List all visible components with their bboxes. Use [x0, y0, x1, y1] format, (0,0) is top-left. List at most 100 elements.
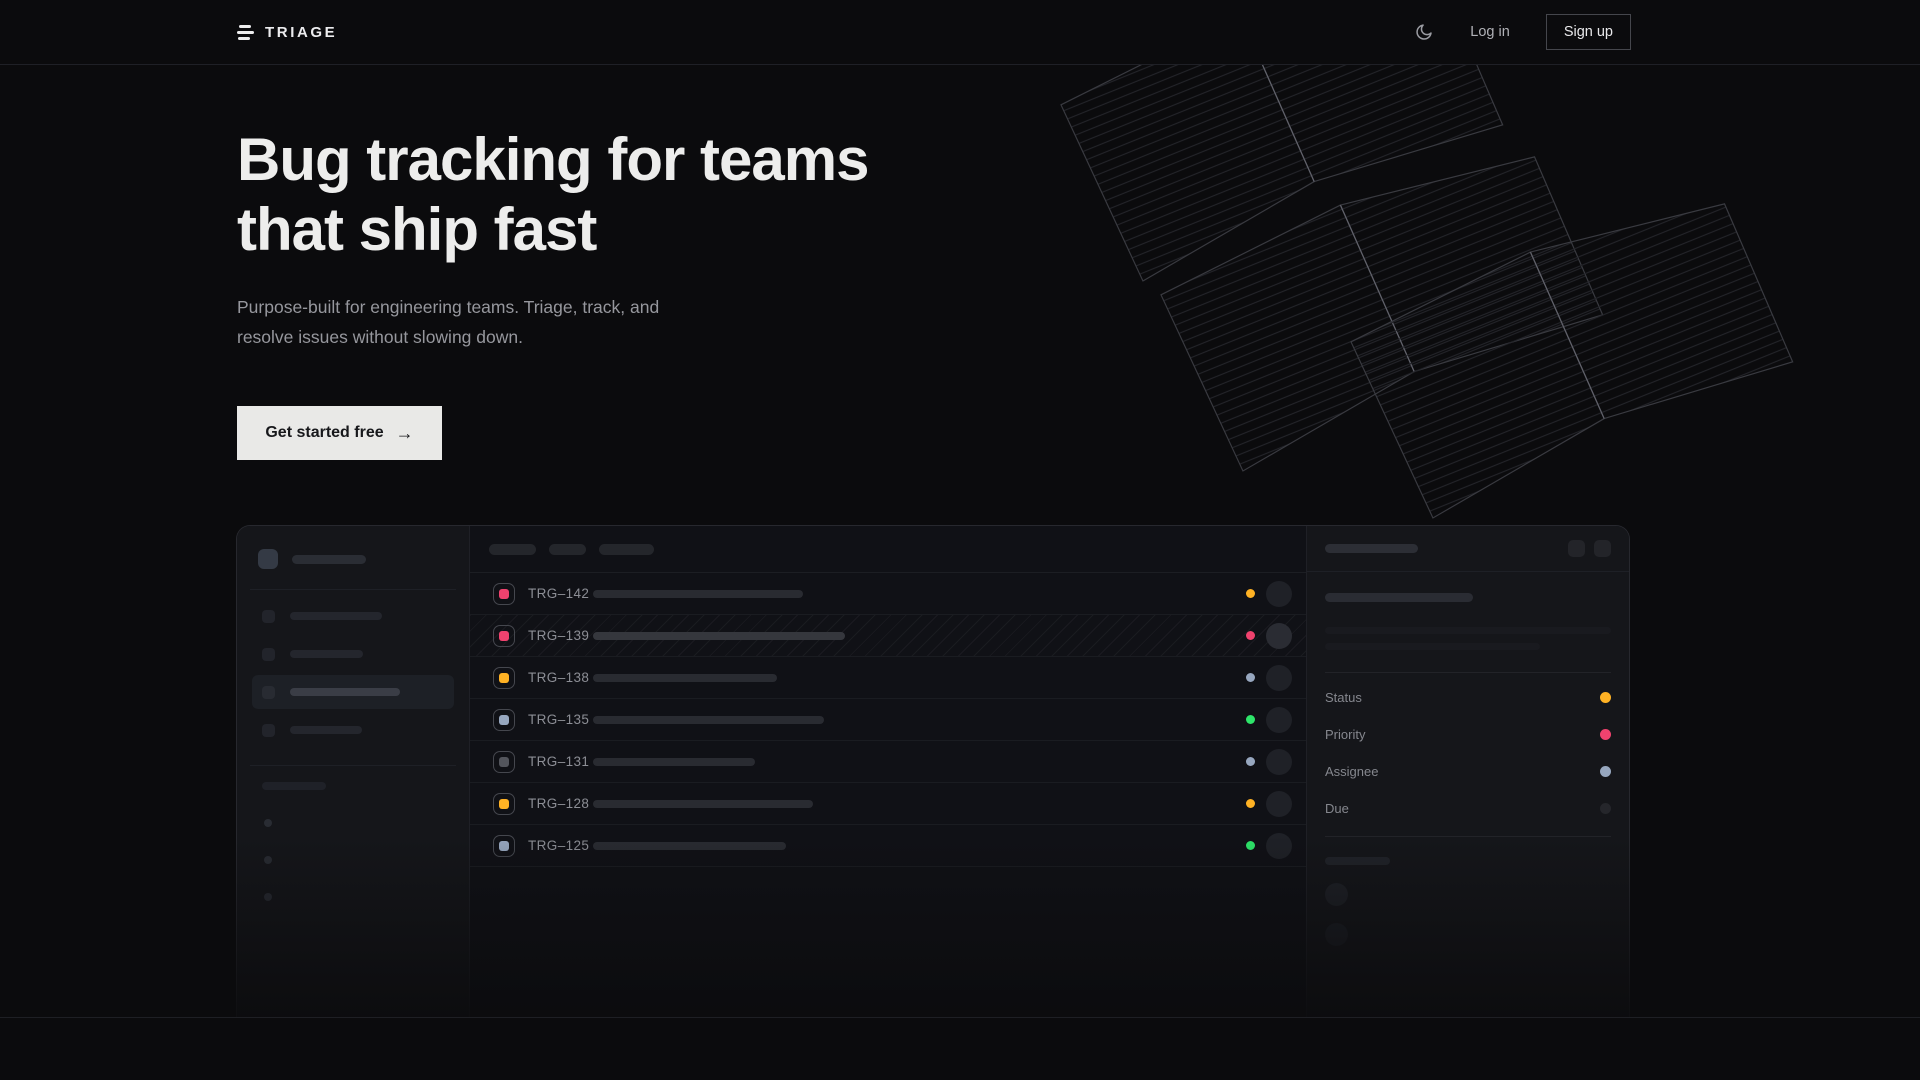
issue-type-icon — [493, 792, 515, 815]
workspace-name-skeleton — [292, 554, 366, 564]
page-footer — [0, 1018, 1920, 1080]
get-started-button[interactable]: Get started free → — [237, 406, 442, 460]
issue-status-dot — [1246, 631, 1255, 640]
brand-name: TRIAGE — [265, 23, 338, 41]
property-row[interactable]: Due — [1325, 790, 1611, 827]
property-row[interactable]: Priority — [1325, 716, 1611, 753]
panel-divider — [1325, 672, 1611, 673]
assignee-avatar — [1266, 706, 1292, 733]
issue-status-dot — [1246, 673, 1255, 682]
issue-id: TRG–135 — [528, 712, 590, 727]
filter-pill-skeleton[interactable] — [489, 543, 536, 555]
assignee-avatar — [1266, 580, 1292, 607]
property-label: Due — [1325, 801, 1349, 816]
issue-status-dot — [1246, 799, 1255, 808]
property-label: Priority — [1325, 727, 1366, 742]
panel-divider — [1325, 836, 1611, 837]
detail-header-skeleton — [1325, 544, 1418, 553]
theme-toggle-button[interactable] — [1414, 22, 1434, 42]
get-started-label: Get started free — [265, 424, 384, 441]
signup-button[interactable]: Sign up — [1545, 14, 1631, 50]
property-value-dot — [1600, 692, 1611, 703]
issue-row[interactable]: TRG–128 — [470, 783, 1306, 825]
activity-label-skeleton — [1325, 857, 1390, 865]
issue-row[interactable]: TRG–131 — [470, 741, 1306, 783]
sidebar-divider — [250, 589, 456, 590]
issue-row[interactable]: TRG–138 — [470, 657, 1306, 699]
issue-type-icon — [493, 750, 515, 773]
top-navigation: TRIAGE Log in Sign up — [0, 0, 1920, 65]
hero-section: Bug tracking for teams that ship fast Pu… — [0, 65, 1920, 1018]
sidebar-project-dot-skeleton — [264, 819, 272, 827]
issue-row[interactable]: TRG–135 — [470, 699, 1306, 741]
sidebar-divider — [250, 765, 456, 766]
issue-row[interactable]: TRG–125 — [470, 825, 1306, 867]
issue-id: TRG–138 — [528, 670, 590, 685]
sidebar-section-label-skeleton — [262, 782, 326, 790]
issue-status-dot — [1246, 715, 1255, 724]
issue-title-skeleton — [593, 799, 813, 808]
issue-list: TRG–142 TRG–139 TRG–138 TRG–1 — [470, 573, 1306, 867]
assignee-avatar — [1266, 664, 1292, 691]
property-row[interactable]: Status — [1325, 679, 1611, 716]
sidebar-nav-item-skeleton[interactable] — [252, 597, 454, 635]
assignee-avatar — [1266, 748, 1292, 775]
issue-title-skeleton — [593, 589, 803, 598]
detail-panel-header — [1307, 526, 1629, 572]
issue-id: TRG–142 — [528, 586, 590, 601]
issue-id: TRG–131 — [528, 754, 590, 769]
issue-row[interactable]: TRG–142 — [470, 573, 1306, 615]
issue-title-skeleton — [593, 841, 786, 850]
sidebar-workspace-skeleton — [252, 542, 454, 569]
detail-panel: Status Priority Assignee Due — [1306, 526, 1629, 1017]
mockup-sidebar — [237, 526, 470, 1017]
issue-type-icon — [493, 666, 515, 689]
issue-title-skeleton — [593, 673, 777, 682]
issue-id: TRG–128 — [528, 796, 590, 811]
issue-list-header — [470, 526, 1306, 573]
app-mockup: TRG–142 TRG–139 TRG–138 TRG–1 — [236, 525, 1630, 1017]
issue-status-dot — [1246, 757, 1255, 766]
issue-title-skeleton — [1325, 593, 1473, 602]
sidebar-project-dot-skeleton — [264, 856, 272, 864]
panel-action-button[interactable] — [1568, 540, 1585, 557]
sidebar-nav-item-skeleton[interactable] — [252, 711, 454, 749]
issue-status-dot — [1246, 589, 1255, 598]
assignee-avatar — [1266, 832, 1292, 859]
issue-status-dot — [1246, 841, 1255, 850]
assignee-avatar — [1266, 790, 1292, 817]
property-list: Status Priority Assignee Due — [1325, 679, 1611, 827]
description-line-skeleton — [1325, 643, 1540, 650]
sidebar-nav-item-skeleton[interactable] — [252, 635, 454, 673]
issue-row[interactable]: TRG–139 — [470, 615, 1306, 657]
filter-pill-skeleton[interactable] — [549, 543, 586, 555]
hero-title: Bug tracking for teams that ship fast — [237, 126, 869, 263]
moon-icon — [1416, 24, 1433, 40]
issue-type-icon — [493, 624, 515, 647]
issue-type-icon — [493, 582, 515, 605]
property-label: Assignee — [1325, 764, 1379, 779]
issue-title-skeleton — [593, 631, 845, 640]
triage-logo-icon — [237, 24, 254, 40]
property-value-dot — [1600, 729, 1611, 740]
brand[interactable]: TRIAGE — [237, 24, 337, 41]
hero-subtitle: Purpose-built for engineering teams. Tri… — [237, 297, 660, 347]
issue-id: TRG–139 — [528, 628, 590, 643]
property-row[interactable]: Assignee — [1325, 753, 1611, 790]
sidebar-nav-item-active-skeleton[interactable] — [252, 675, 454, 709]
arrow-right-icon: → — [395, 422, 414, 443]
description-line-skeleton — [1325, 627, 1611, 634]
login-button[interactable]: Log in — [1464, 23, 1516, 41]
comment-avatar-skeleton — [1325, 883, 1348, 906]
panel-action-button[interactable] — [1594, 540, 1611, 557]
comment-avatar-skeleton — [1325, 923, 1348, 946]
issue-title-skeleton — [593, 757, 755, 766]
filter-pill-skeleton[interactable] — [599, 543, 654, 555]
issue-id: TRG–125 — [528, 838, 590, 853]
issue-type-icon — [493, 834, 515, 857]
property-value-dot — [1600, 766, 1611, 777]
issue-title-skeleton — [593, 715, 824, 724]
property-label: Status — [1325, 690, 1362, 705]
workspace-logo-skeleton — [258, 549, 278, 569]
sidebar-project-dot-skeleton — [264, 893, 272, 901]
